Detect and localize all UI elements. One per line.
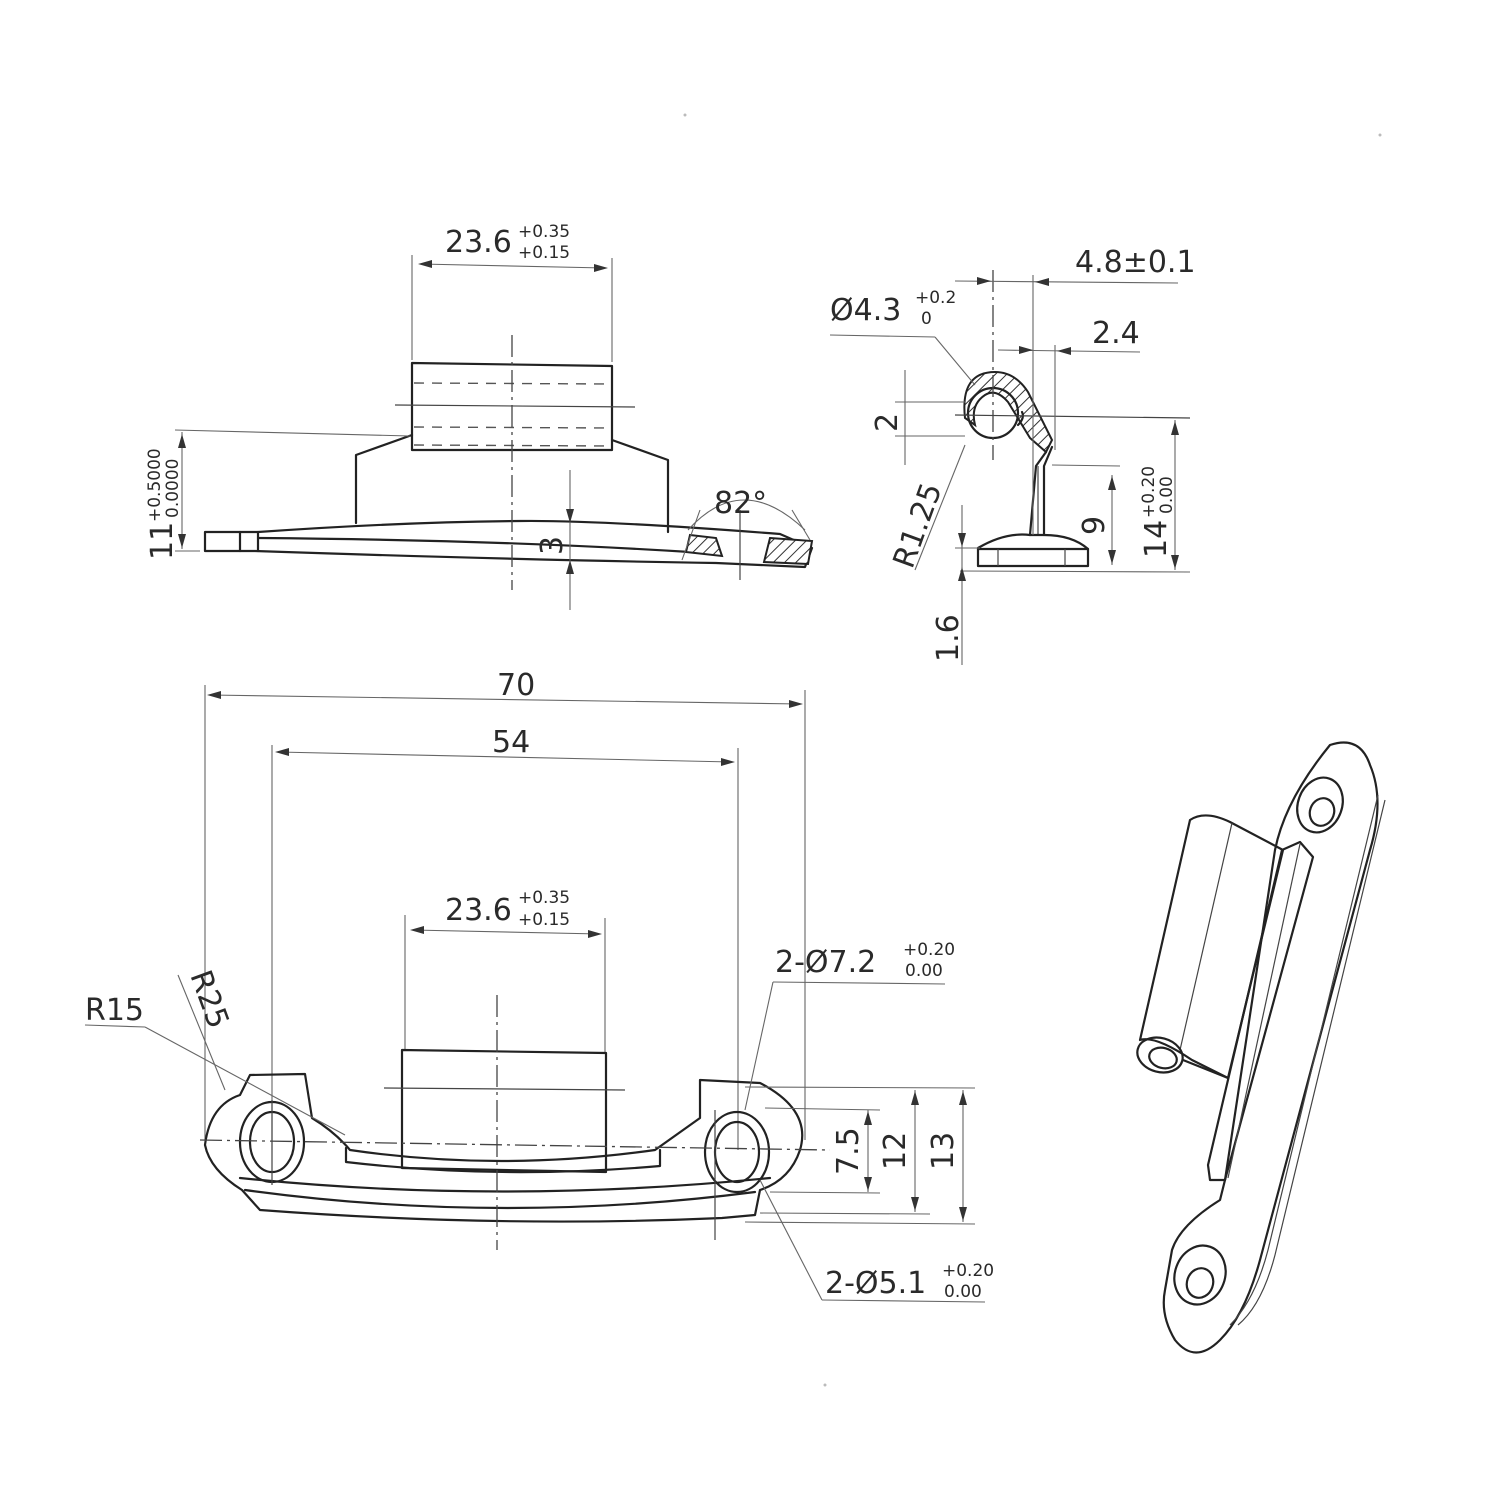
top-through-hole-value: 2-Ø5.1 <box>825 1266 926 1301</box>
side-overall-height-tol-lower: 0.00 <box>1157 476 1177 514</box>
top-counterbore-value: 2-Ø7.2 <box>775 945 876 980</box>
scan-speck <box>823 1383 827 1387</box>
scan-speck <box>683 113 687 117</box>
top-overall-width-value: 13 <box>926 1132 961 1170</box>
scan-speck <box>1378 133 1382 137</box>
side-overall-height-value: 14 <box>1139 520 1174 558</box>
top-inner-radius-value: R15 <box>85 993 144 1028</box>
top-counterbore-tol-lower: 0.00 <box>905 961 943 981</box>
side-radius-value: R1.25 <box>887 478 950 572</box>
side-overall-width-value: 4.8±0.1 <box>1075 245 1196 280</box>
top-hole-center-value: 7.5 <box>831 1127 866 1175</box>
top-counterbore-tol-upper: +0.20 <box>903 940 955 960</box>
front-width-tol-upper: +0.35 <box>518 222 570 242</box>
side-overall-height-tol-upper: +0.20 <box>1139 466 1159 518</box>
front-height-tol-upper: +0.5000 <box>145 448 165 522</box>
top-knuckle-width-value: 23.6 <box>445 893 512 928</box>
top-outer-radius-value: R25 <box>182 966 235 1033</box>
side-offset-value: 2.4 <box>1092 316 1140 351</box>
top-width-value: 12 <box>878 1132 913 1170</box>
side-base-thickness-value: 1.6 <box>931 614 966 662</box>
front-thickness-value: 3 <box>535 536 570 555</box>
isometric-view <box>1136 741 1386 1354</box>
front-width-tol-lower: +0.15 <box>518 243 570 263</box>
top-knuckle-width-tol-lower: +0.15 <box>518 910 570 930</box>
side-hole-dia-tol-upper: +0.2 <box>915 288 956 308</box>
top-through-hole-tol-lower: 0.00 <box>944 1282 982 1302</box>
front-width-value: 23.6 <box>445 225 512 260</box>
side-hole-dia-value: Ø4.3 <box>830 293 901 328</box>
top-through-hole-tol-upper: +0.20 <box>942 1261 994 1281</box>
top-hole-spacing-value: 54 <box>492 725 530 760</box>
front-height-value: 11 <box>145 522 180 560</box>
side-hole-dia-tol-lower: 0 <box>921 309 932 329</box>
front-angle-value: 82° <box>714 486 767 521</box>
top-overall-length-value: 70 <box>497 668 535 703</box>
top-view: 70 54 23.6 +0.35 +0.15 <box>84 668 994 1303</box>
front-height-tol-lower: 0.0000 <box>163 459 183 518</box>
side-view: 4.8±0.1 2.4 Ø4.3 +0.2 0 2 R1.25 9 <box>829 245 1196 665</box>
side-hole-offset-value: 2 <box>870 413 905 432</box>
side-stem-height-value: 9 <box>1077 516 1112 535</box>
front-view: 23.6 +0.35 +0.15 11 +0.5000 0.0000 3 82° <box>145 222 814 610</box>
top-knuckle-width-tol-upper: +0.35 <box>518 888 570 908</box>
